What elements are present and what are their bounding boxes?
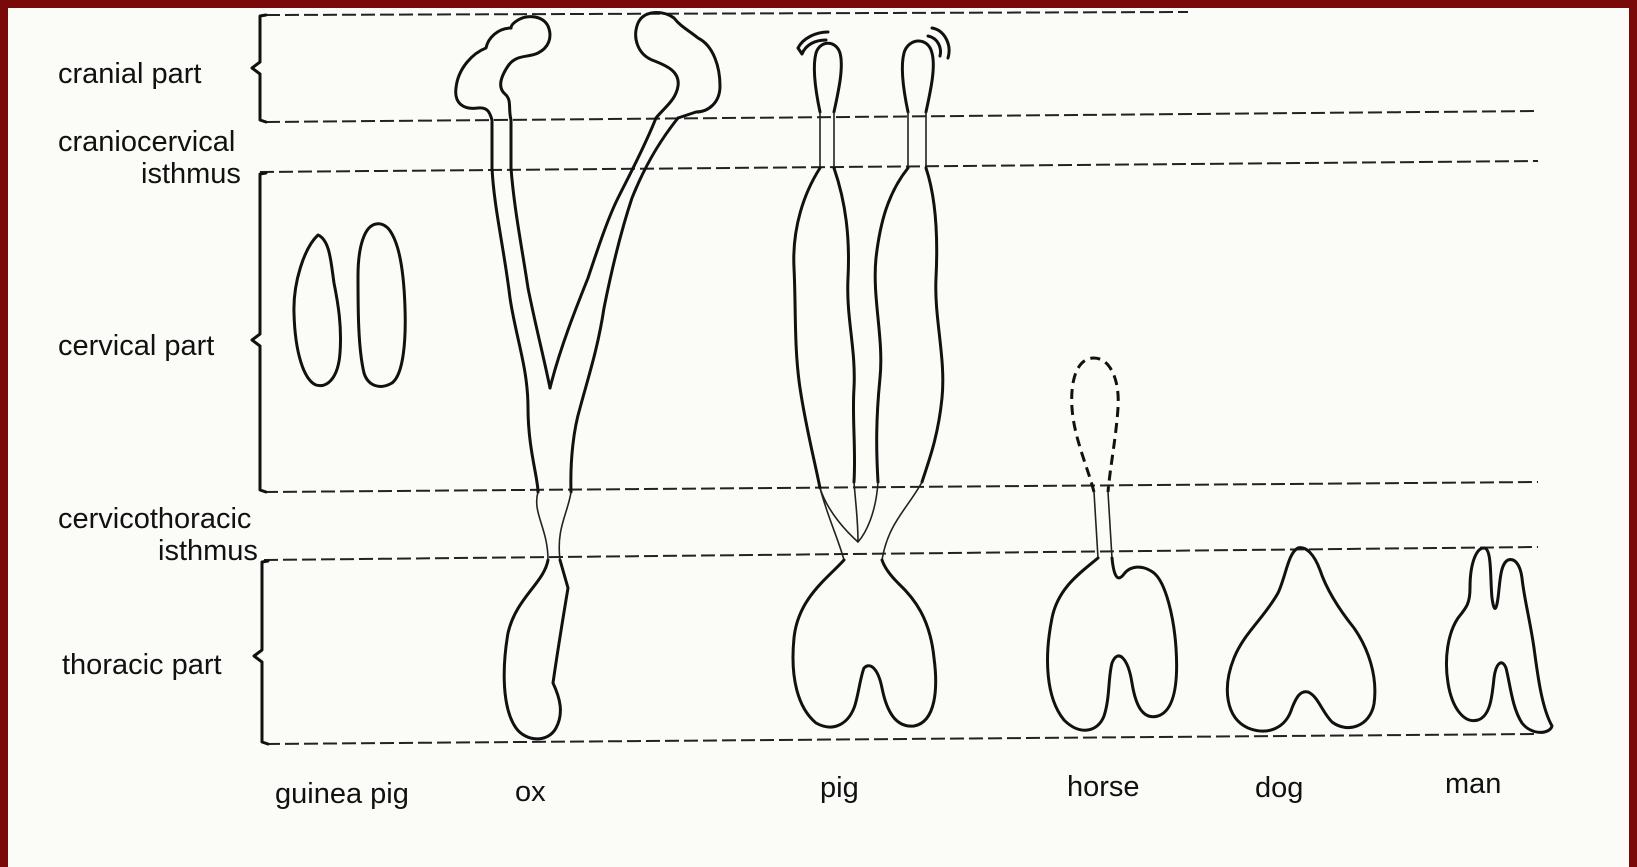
horse-thoracic-lobe	[1048, 558, 1177, 730]
pig-right-isthmus	[908, 112, 926, 168]
boundary-lines	[260, 12, 1538, 744]
ox-right-cervical-inner	[550, 118, 656, 388]
pig-left-cranial-lobe	[814, 43, 841, 112]
guinea-pig-thymus	[294, 224, 405, 387]
pig-right-cervical-inner	[875, 168, 908, 482]
pig-thoracic-lobe	[793, 560, 936, 727]
dog-thoracic-lobe	[1227, 548, 1375, 731]
region-braces	[252, 15, 268, 744]
boundary-cranial-craniocervical	[266, 111, 1538, 122]
brace-cranial	[252, 15, 266, 122]
boundary-bottom	[266, 734, 1538, 744]
ox-right-cranial	[636, 13, 720, 118]
boundary-top	[266, 12, 1188, 15]
diagram-sheet: cranial part craniocervical isthmus cerv…	[8, 8, 1629, 867]
pig-thymus	[793, 28, 949, 727]
ox-left-cranial-inner	[501, 17, 550, 120]
pig-left-isthmus	[820, 112, 834, 168]
guinea-pig-left-lobe	[294, 235, 341, 386]
pig-right-cranial-lobe	[902, 41, 933, 112]
brace-cervical	[252, 173, 266, 492]
man-thymus	[1446, 548, 1552, 732]
ox-thymus	[456, 13, 720, 739]
ox-left-cervical-inner	[511, 168, 550, 388]
pig-left-cervical-inner	[834, 168, 855, 482]
horse-cervical-lobe-dashed	[1072, 358, 1119, 492]
ox-right-cervical-outer	[571, 118, 678, 492]
boundary-cervicothoracic-thoracic	[264, 547, 1538, 560]
guinea-pig-right-lobe	[358, 224, 405, 387]
man-thoracic-lobe	[1446, 548, 1552, 732]
pig-cervicothoracic-isthmus	[820, 482, 922, 560]
brace-thoracic	[254, 561, 268, 744]
pig-right-cervical-outer	[922, 168, 943, 482]
thymus-diagram-svg	[8, 8, 1629, 867]
pig-left-cervical-outer	[794, 168, 820, 488]
ox-cervicothoracic-isthmus	[537, 492, 571, 560]
ox-left-cervical-outer	[492, 168, 538, 492]
boundary-craniocervical-cervical	[260, 161, 1538, 172]
boundary-cervical-cervicothoracic	[264, 482, 1538, 492]
dog-thymus	[1227, 548, 1375, 731]
horse-thymus	[1048, 358, 1177, 730]
ox-thoracic-lobe	[504, 560, 568, 739]
horse-cervicothoracic-isthmus	[1094, 492, 1112, 558]
